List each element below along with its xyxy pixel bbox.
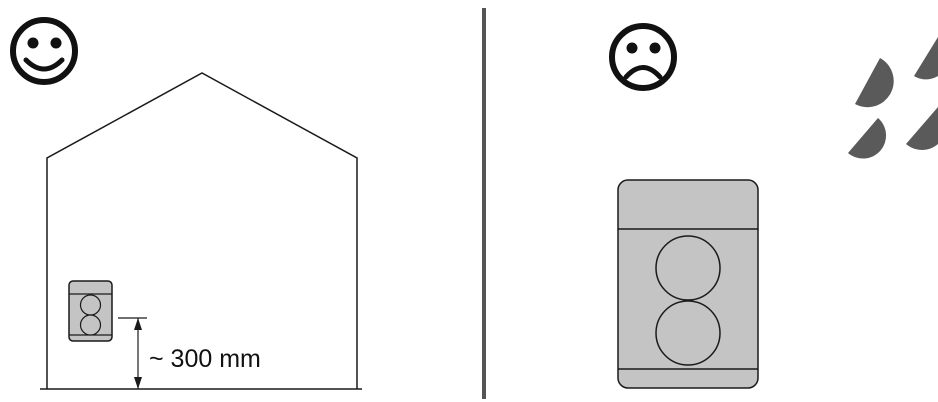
outdoor-device — [617, 179, 759, 389]
height-dimension: ~ 300 mm — [118, 317, 261, 389]
smiley-face-icon — [10, 17, 78, 85]
rain-drops-icon — [848, 37, 938, 159]
rain-drops-highlight — [849, 82, 920, 163]
indoor-panel: ~ 300 mm — [10, 17, 362, 390]
sad-face-icon — [609, 23, 677, 91]
indoor-device — [68, 280, 113, 342]
height-label: ~ 300 mm — [149, 345, 261, 373]
outdoor-panel — [609, 23, 938, 389]
house-outline — [40, 72, 362, 390]
